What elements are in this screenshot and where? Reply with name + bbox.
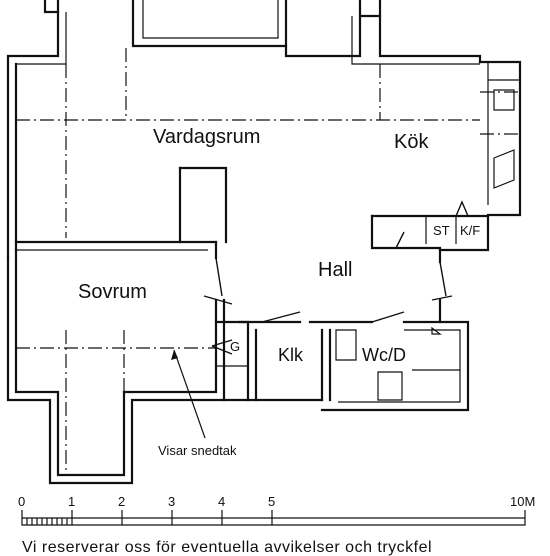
annotation-sloped-ceiling: Visar snedtak <box>158 443 237 458</box>
label-st: ST <box>433 223 450 238</box>
label-kf: K/F <box>460 223 481 238</box>
scale-tick-2: 2 <box>118 494 126 509</box>
scale-tick-3: 3 <box>168 494 176 509</box>
room-label-hall: Hall <box>318 259 353 281</box>
doors <box>203 200 469 355</box>
scale-tick-4: 4 <box>218 494 226 509</box>
top-bay-window <box>43 0 382 48</box>
room-label-wcd: Wc/D <box>362 345 406 365</box>
annotation-arrow <box>171 349 206 439</box>
room-label-kok: Kök <box>394 131 429 153</box>
scale-bar <box>21 510 526 526</box>
scale-tick-10m: 10M <box>510 494 536 509</box>
room-label-sovrum: Sovrum <box>78 281 147 303</box>
sloped-ceiling-lines <box>16 48 520 475</box>
room-label-klk: Klk <box>278 345 304 365</box>
scale-tick-5: 5 <box>268 494 276 509</box>
interior-walls <box>14 79 520 412</box>
label-g: G <box>230 339 241 354</box>
disclaimer-footer: Vi reserverar oss för eventuella avvikel… <box>22 539 433 556</box>
outer-walls <box>6 10 522 485</box>
room-label-vardagsrum: Vardagsrum <box>153 126 261 148</box>
scale-tick-0: 0 <box>18 494 26 509</box>
scale-tick-1: 1 <box>68 494 76 509</box>
